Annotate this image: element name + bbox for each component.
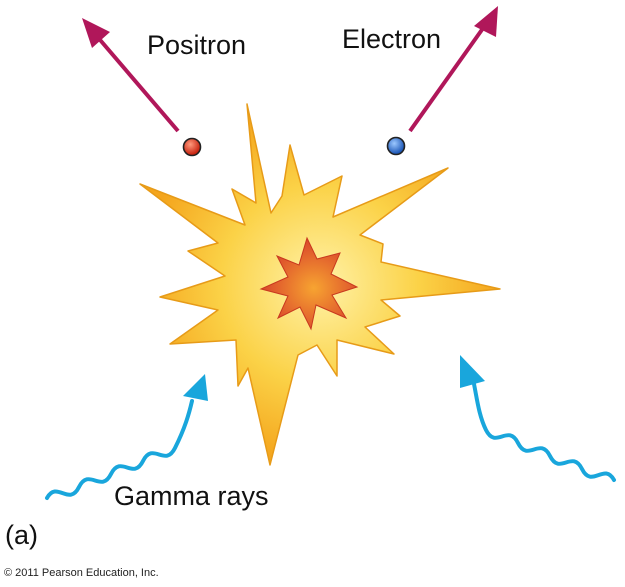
panel-label: (a) xyxy=(5,520,38,550)
positron-particle xyxy=(182,137,202,157)
gamma-ray-right-arrow xyxy=(460,355,616,482)
gamma-ray-left-arrow xyxy=(45,374,208,500)
positron-label: Positron xyxy=(147,30,247,60)
gamma-rays-label: Gamma rays xyxy=(114,481,269,511)
electron-label: Electron xyxy=(342,24,442,54)
electron-arrow xyxy=(408,6,498,133)
explosion-core xyxy=(259,236,359,331)
electron-particle xyxy=(386,136,406,156)
positron-arrow xyxy=(82,18,180,133)
copyright-notice: © 2011 Pearson Education, Inc. xyxy=(4,567,159,579)
